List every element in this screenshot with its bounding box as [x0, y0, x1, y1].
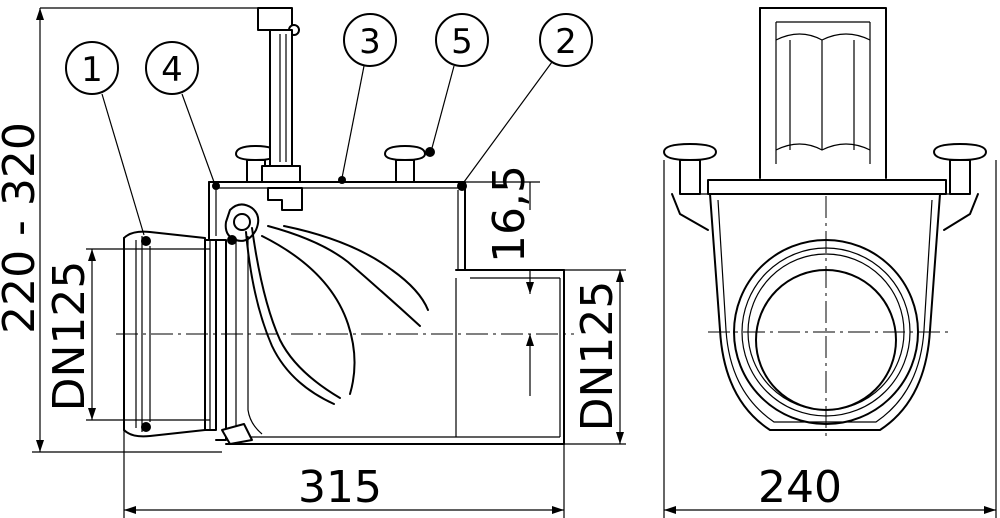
dimension-height: 220 - 320: [0, 7, 258, 453]
front-handle: [759, 7, 887, 179]
callout-1-label: 1: [81, 50, 103, 90]
dimension-outlet-dn-text: DN125: [572, 281, 623, 432]
non-return-flap: [221, 203, 429, 445]
callout-5: 5: [431, 13, 489, 149]
dimension-inlet-dn: DN125: [44, 248, 124, 421]
seal-marker-4: [212, 182, 220, 190]
dimension-length: 315: [123, 430, 565, 518]
front-knob-right: [933, 143, 987, 231]
dimension-length-text: 315: [298, 462, 382, 513]
inlet-flange: [204, 239, 227, 441]
callout-5-label: 5: [451, 22, 473, 62]
callout-2-label: 2: [555, 22, 577, 62]
callout-3: 3: [341, 13, 397, 179]
callout-1: 1: [65, 41, 145, 236]
callout-4: 4: [145, 41, 215, 183]
dimension-outlet-dn: DN125: [564, 269, 626, 445]
callout-3-label: 3: [359, 22, 381, 62]
dimension-width-text: 240: [758, 462, 842, 513]
cover-knob-right: [384, 145, 435, 183]
dimension-height-text: 220 - 320: [0, 122, 45, 334]
seal-marker-2: [457, 181, 467, 191]
side-view: [116, 7, 574, 445]
inlet-socket: [123, 230, 210, 438]
cover-seal-dot: [338, 176, 346, 184]
manual-lever: [257, 7, 303, 211]
callout-2: 2: [463, 13, 593, 183]
front-knob-left: [663, 143, 717, 231]
front-view: [663, 7, 987, 436]
dimension-offset: 16,5: [466, 165, 540, 396]
dimension-offset-text: 16,5: [484, 165, 535, 263]
dimension-width: 240: [663, 160, 997, 518]
callout-4-label: 4: [161, 50, 183, 90]
dimension-inlet-dn-text: DN125: [44, 261, 95, 412]
